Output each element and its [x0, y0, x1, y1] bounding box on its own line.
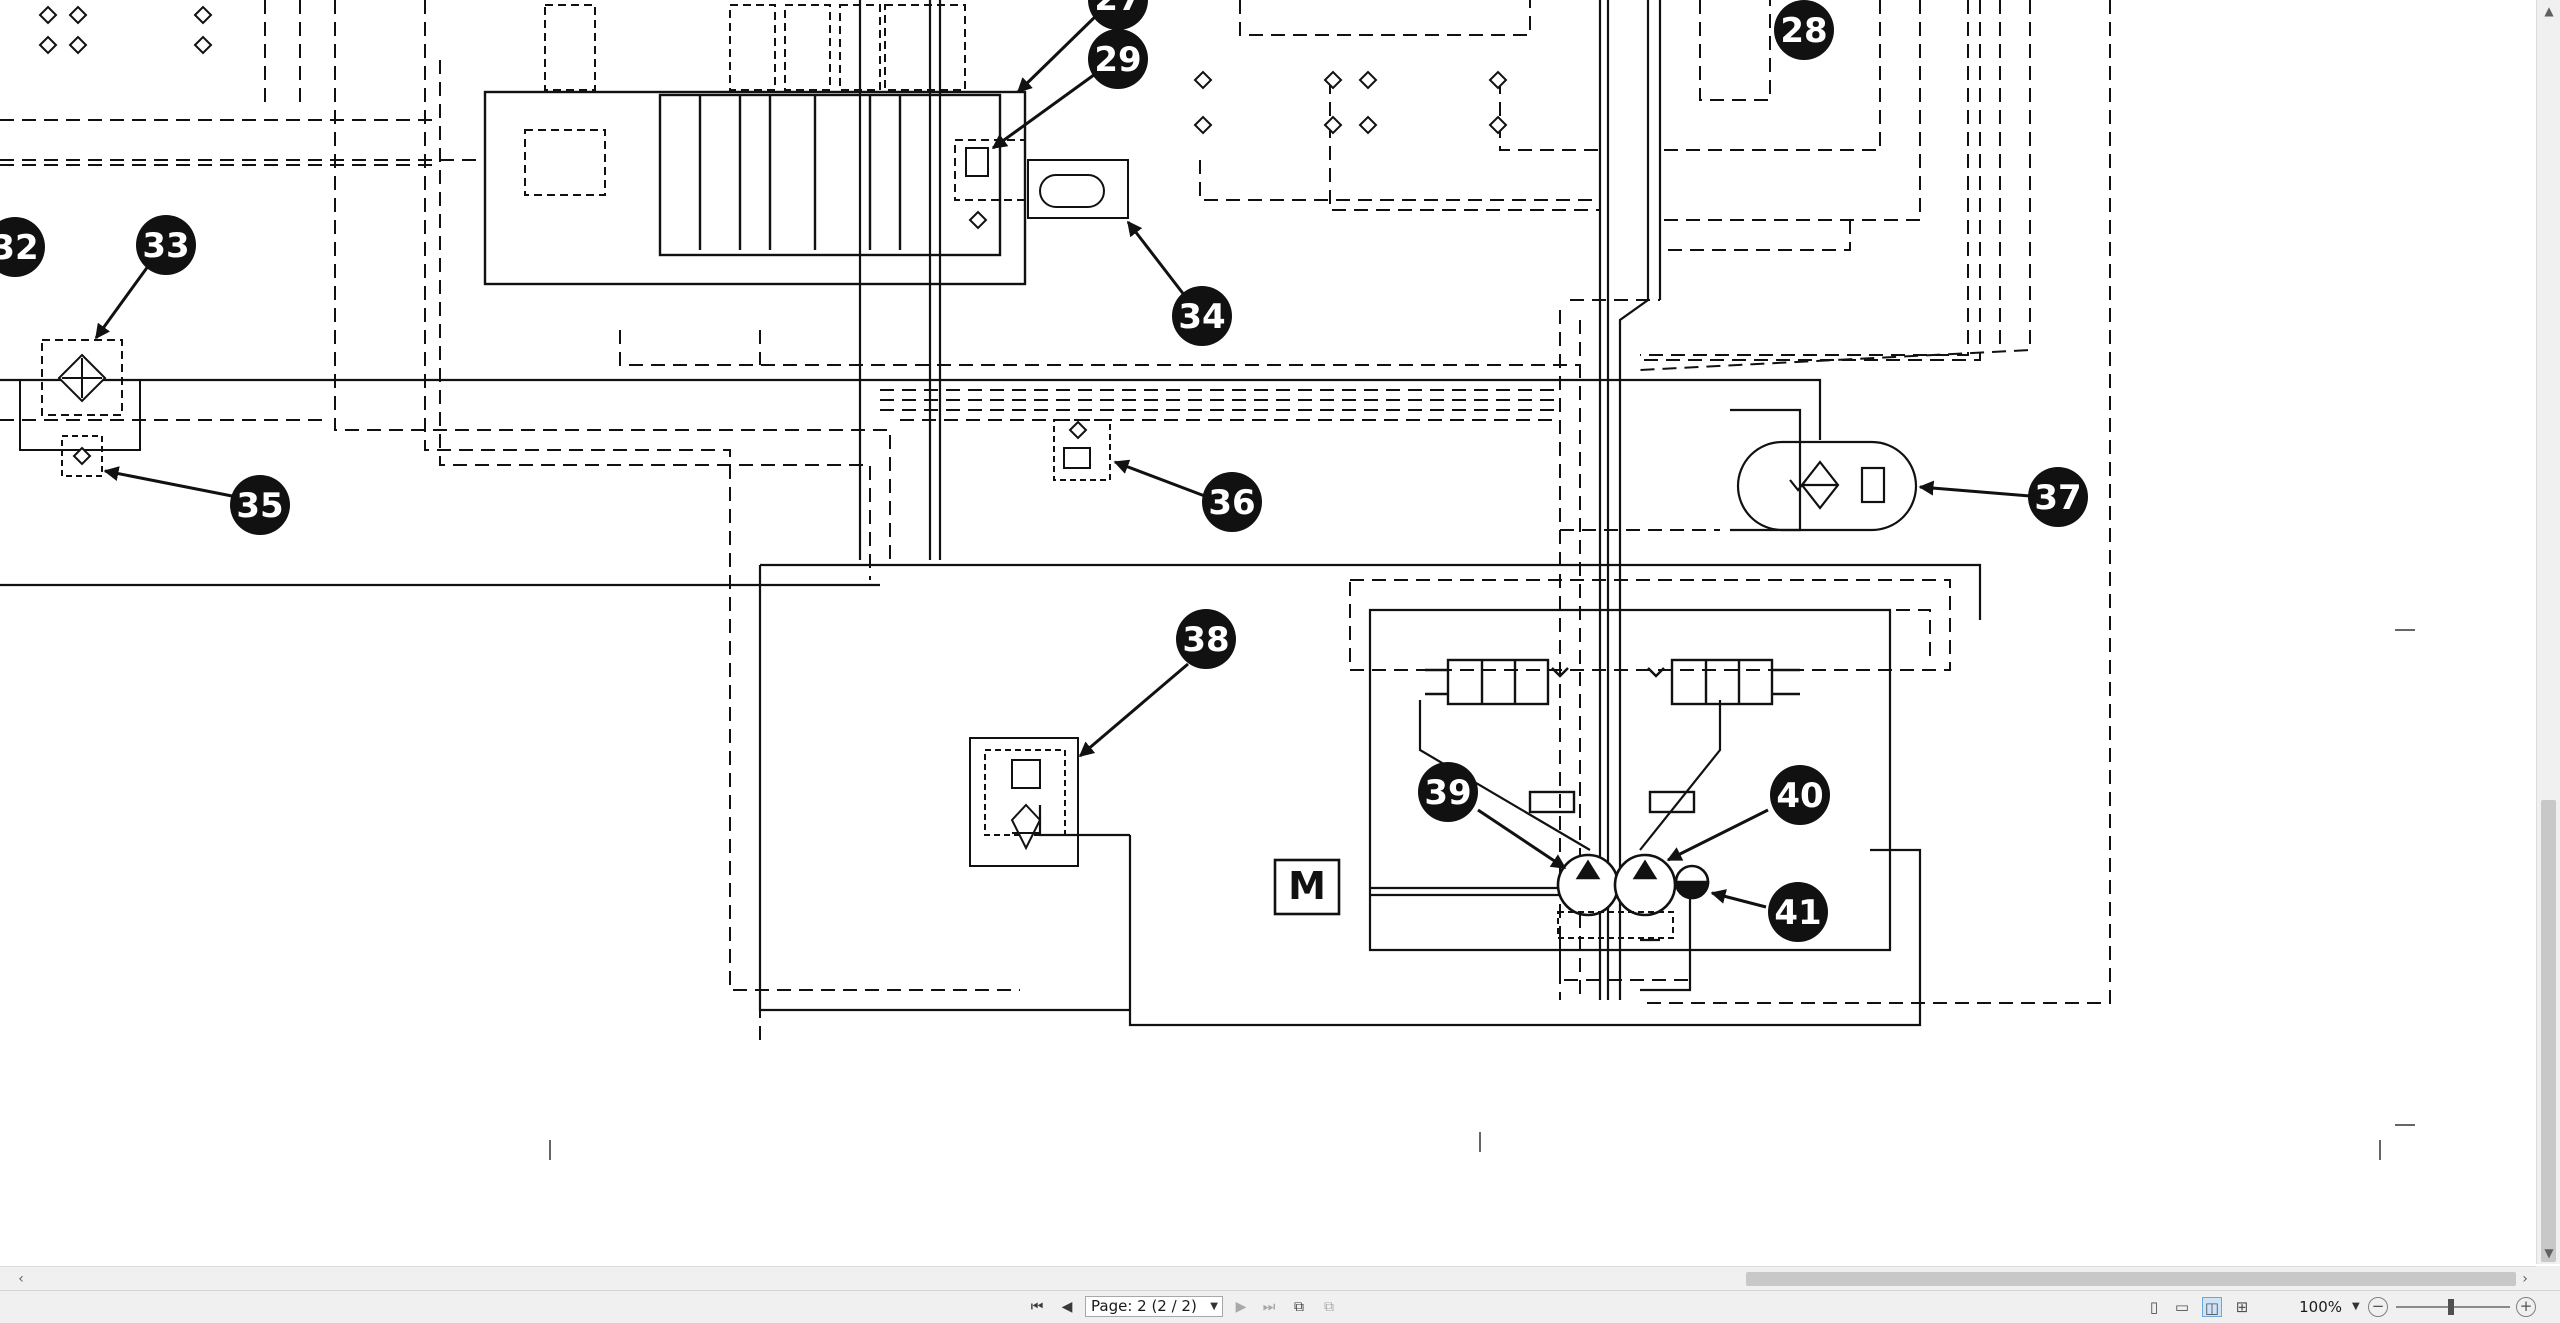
callout-34-label: 34	[1178, 297, 1225, 337]
document-viewport[interactable]: M 27 28 29 32 33 34 35	[0, 0, 2536, 1264]
continuous-view-icon[interactable]: ▭	[2174, 1298, 2190, 1316]
page-indicator: Page: 2 (2 / 2)	[1091, 1297, 1197, 1315]
callout-39-label: 39	[1424, 773, 1471, 813]
scrollbar-corner	[2536, 1266, 2560, 1290]
svg-text:M: M	[1288, 864, 1326, 908]
callout-37-disc	[2028, 467, 2088, 527]
zoom-slider-thumb[interactable]	[2448, 1299, 2454, 1315]
zoom-dropdown-icon[interactable]: ▼	[2352, 1301, 2360, 1312]
callout-41-label: 41	[1774, 893, 1821, 933]
zoom-out-icon[interactable]: −	[2368, 1297, 2388, 1317]
callout-32-disc	[0, 217, 45, 277]
callout-28-disc	[1774, 0, 1834, 60]
callout-29-label: 29	[1094, 40, 1141, 80]
horizontal-scrollbar[interactable]: ‹ ›	[0, 1266, 2536, 1291]
chevron-down-icon: ▼	[1210, 1301, 1218, 1312]
scroll-left-icon[interactable]: ‹	[18, 1271, 24, 1287]
last-page-icon[interactable]: ⏭	[1262, 1299, 1276, 1315]
callout-37-label: 37	[2034, 478, 2081, 518]
previous-page-icon[interactable]: ◀	[1061, 1299, 1073, 1315]
callout-34-disc	[1172, 286, 1232, 346]
vertical-scrollbar[interactable]: ▲ ▼	[2536, 0, 2560, 1264]
callout-39-disc	[1418, 762, 1478, 822]
callout-36-label: 36	[1208, 483, 1255, 523]
callout-35-disc	[230, 475, 290, 535]
callout-38-disc	[1176, 609, 1236, 669]
copy-icon[interactable]: ⧉	[1294, 1299, 1304, 1315]
horizontal-scroll-thumb[interactable]	[1746, 1272, 2516, 1286]
next-page-icon[interactable]: ▶	[1235, 1299, 1247, 1315]
two-page-continuous-icon[interactable]: ⊞	[2235, 1298, 2249, 1316]
zoom-in-icon[interactable]: +	[2516, 1297, 2536, 1317]
callout-27-label: 27	[1094, 0, 1141, 19]
scroll-up-icon[interactable]: ▲	[2544, 4, 2554, 18]
hydraulic-schematic: M 27 28 29 32 33 34 35	[0, 0, 2415, 1160]
paste-icon[interactable]: ⧉	[1324, 1299, 1334, 1315]
callout-27-disc	[1088, 0, 1148, 30]
callout-28-label: 28	[1780, 11, 1827, 51]
zoom-level[interactable]: 100%	[2299, 1298, 2342, 1316]
scroll-right-icon[interactable]: ›	[2522, 1271, 2528, 1287]
callout-36-disc	[1202, 472, 1262, 532]
callout-29-disc	[1088, 29, 1148, 89]
status-bar: ⏮ ◀ Page: 2 (2 / 2) ▼ ▶ ⏭ ⧉ ⧉ ▯ ▭ ◫ ⊞ 10…	[0, 1290, 2560, 1323]
first-page-icon[interactable]: ⏮	[1030, 1299, 1044, 1315]
single-page-view-icon[interactable]: ▯	[2149, 1298, 2159, 1316]
motor-symbol: M	[1273, 858, 1341, 916]
scroll-down-icon[interactable]: ▼	[2544, 1246, 2554, 1260]
vertical-scroll-thumb[interactable]	[2541, 800, 2556, 1262]
callout-35-label: 35	[236, 486, 283, 526]
callout-40-label: 40	[1776, 776, 1823, 816]
two-page-view-icon[interactable]: ◫	[2202, 1297, 2222, 1317]
page-selector[interactable]: Page: 2 (2 / 2) ▼	[1085, 1296, 1223, 1317]
callout-32-label: 32	[0, 228, 39, 268]
callout-41-disc	[1768, 882, 1828, 942]
callout-33-label: 33	[142, 226, 189, 266]
callout-33-disc	[136, 215, 196, 275]
callout-38-label: 38	[1182, 620, 1229, 660]
callout-40-disc	[1770, 765, 1830, 825]
